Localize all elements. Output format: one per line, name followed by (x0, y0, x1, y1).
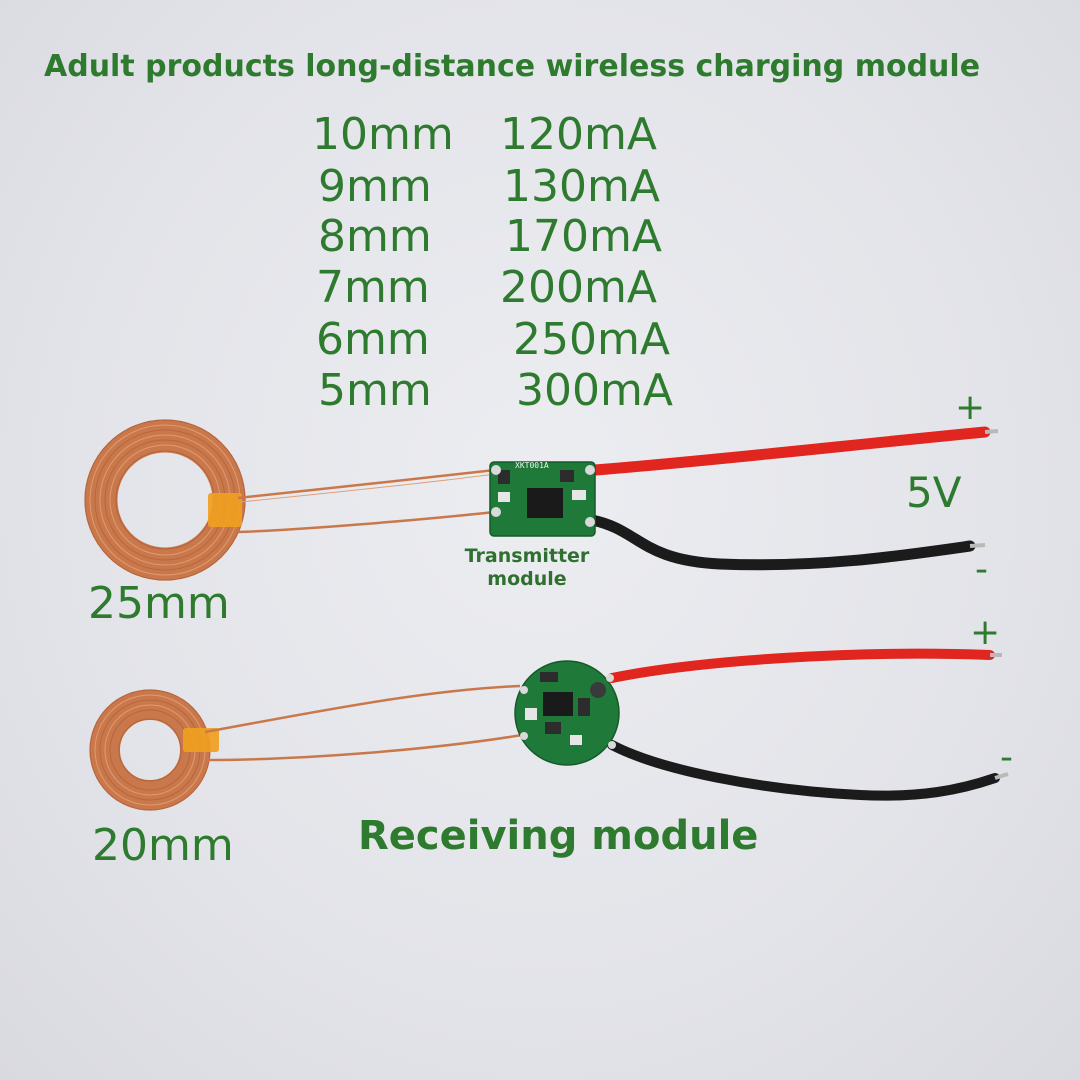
spec-distance: 8mm (318, 211, 432, 262)
board-marking: XKT001A (515, 461, 549, 470)
transmitter-minus-label: - (975, 549, 988, 590)
spec-distance: 9mm (318, 161, 432, 212)
kapton-tape-receiver (183, 728, 219, 752)
transmitter-label-line1: Transmitter (464, 545, 590, 567)
transmitter-board: XKT001A (489, 461, 596, 537)
spec-current: 130mA (503, 161, 660, 212)
transmitter-label-line2: module (487, 567, 567, 590)
spec-current: 200mA (500, 262, 657, 313)
transmitter-red-wire (589, 426, 991, 476)
spec-current: 120mA (500, 109, 657, 160)
spec-distance: 5mm (318, 365, 432, 416)
spec-current: 250mA (513, 314, 670, 365)
transmitter-plus-label: + (955, 387, 986, 428)
kapton-tape (208, 493, 242, 527)
receiver-black-wire (607, 740, 1000, 801)
receiver-minus-label: - (1000, 737, 1013, 778)
receiver-red-wire (607, 648, 995, 683)
receiver-coil-size: 20mm (92, 820, 234, 871)
transmitter-voltage: 5V (906, 468, 962, 517)
transmitter-coil-size: 25mm (88, 578, 230, 629)
spec-distance: 7mm (316, 262, 430, 313)
receiver-board (514, 660, 620, 766)
receiver-plus-label: + (970, 612, 1001, 653)
receiver-coil (89, 684, 523, 811)
receiver-label: Receiving module (358, 813, 759, 859)
transmitter-black-wire (586, 514, 976, 571)
spec-distance: 10mm (312, 109, 454, 160)
spec-current: 170mA (505, 211, 662, 262)
spec-current: 300mA (516, 365, 673, 416)
transmitter-coil (84, 419, 496, 581)
transmitter-label: Transmitter module (462, 545, 592, 591)
spec-distance: 6mm (316, 314, 430, 365)
page-title: Adult products long-distance wireless ch… (44, 49, 981, 84)
